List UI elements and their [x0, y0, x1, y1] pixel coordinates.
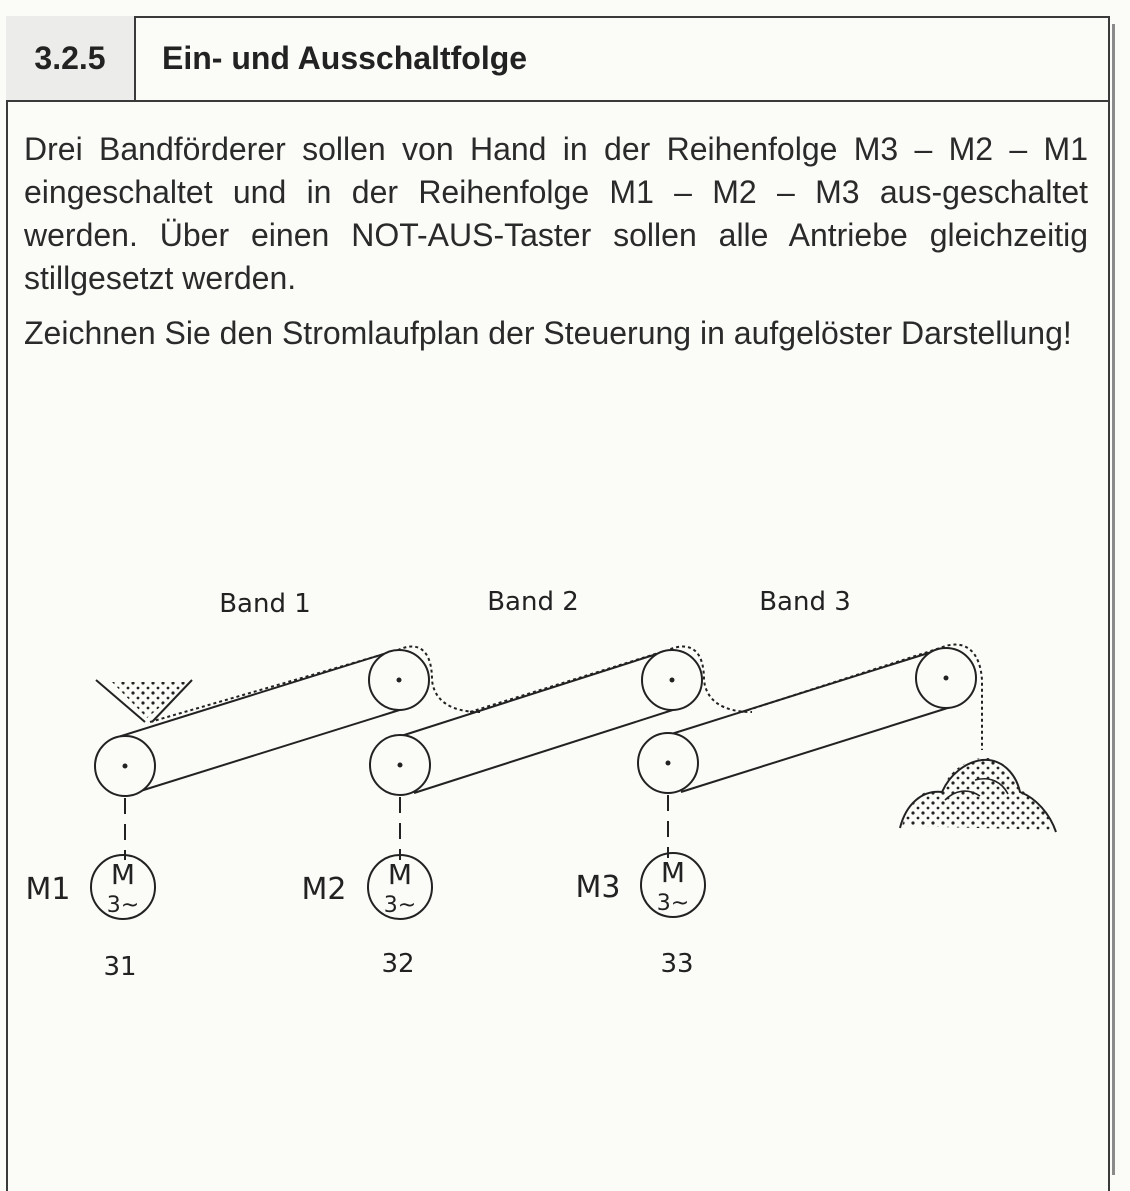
- motor-1-name: M1: [26, 872, 71, 907]
- material-hopper: [95, 679, 193, 723]
- section-number: 3.2.5: [6, 16, 136, 100]
- motor-2-letter: M: [388, 858, 412, 891]
- belt-1: [94, 645, 481, 797]
- motor-3-letter: M: [661, 856, 685, 889]
- motor-3-name: M3: [576, 870, 621, 905]
- frame-shadow: [1112, 24, 1115, 1175]
- material-pile: [899, 757, 1057, 833]
- motor-3-number: 33: [660, 949, 693, 979]
- band-2-label: Band 2: [487, 587, 579, 617]
- section-title: Ein- und Ausschaltfolge: [162, 39, 528, 76]
- belt-2: [369, 645, 753, 796]
- band-1-label: Band 1: [219, 589, 311, 619]
- motor-1-phase: 3~: [107, 893, 139, 918]
- page-frame: [6, 16, 1110, 1191]
- task-paragraph-2: Zeichnen Sie den Stromlaufplan der Steue…: [24, 315, 1072, 351]
- motor-3: M 3~: [640, 852, 706, 918]
- motor-3-phase: 3~: [657, 891, 689, 916]
- motor-1-number: 31: [103, 952, 136, 982]
- belt-3: [637, 643, 983, 794]
- section-header: 3.2.5 Ein- und Ausschaltfolge: [6, 16, 1110, 102]
- task-paragraph-1: Drei Bandförderer sollen von Hand in der…: [24, 131, 1088, 296]
- motor-1: M 3~: [90, 854, 156, 920]
- motor-2-name: M2: [302, 872, 347, 907]
- motor-2-phase: 3~: [384, 893, 416, 918]
- motor-2-number: 32: [381, 949, 414, 979]
- motor-2: M 3~: [367, 854, 433, 920]
- motor-1-letter: M: [111, 858, 135, 891]
- band-3-label: Band 3: [759, 587, 851, 617]
